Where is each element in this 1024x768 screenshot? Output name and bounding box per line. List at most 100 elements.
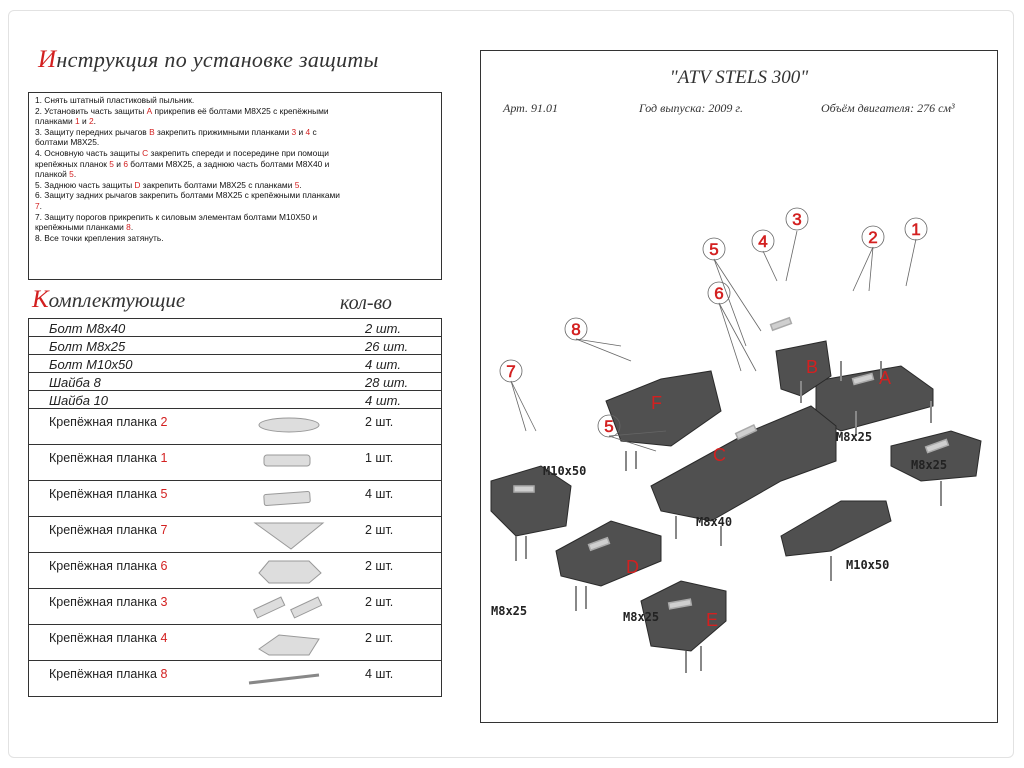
instruction-text: 3. Защиту передних рычагов	[35, 126, 150, 137]
instruction-ref: 1	[74, 116, 80, 127]
component-name: Крепёжная планка 6	[49, 559, 168, 573]
bolt-label: M10x50	[543, 464, 586, 478]
part-a-plate	[815, 365, 934, 432]
components-title: Комплектующие	[32, 286, 185, 314]
callout-number: 7	[506, 362, 515, 381]
part-letter: C	[713, 445, 726, 465]
instruction-text: крепёжными планками	[35, 222, 127, 233]
callout-number: 6	[714, 284, 723, 303]
instruction-ref: С	[142, 147, 149, 158]
instruction-text: планкой	[35, 169, 70, 180]
component-name: Крепёжная планка 1	[49, 451, 168, 465]
instruction-text: .	[299, 179, 302, 190]
plate-1-image	[263, 454, 311, 467]
plate-2-image	[258, 417, 320, 433]
callout-circle	[707, 281, 731, 305]
component-name: Болт М8х25	[49, 339, 126, 354]
callout-circle	[597, 414, 621, 438]
instruction-text: планками	[35, 116, 75, 127]
article-number: Арт. 91.01	[503, 101, 558, 115]
instruction-line: 7.	[35, 201, 435, 212]
component-name: Крепёжная планка 4	[49, 631, 168, 645]
plate-number: 4	[160, 631, 168, 645]
instruction-text: .	[39, 200, 42, 211]
component-qty: 2 шт.	[365, 415, 394, 429]
component-name: Болт М10х50	[49, 357, 133, 372]
quantity-header: кол-во	[340, 292, 392, 314]
instruction-text: 6. Защиту задних рычагов закрепить болта…	[35, 190, 340, 201]
instruction-text: прикрепив её болтами М8Х25 с крепёжными	[152, 105, 329, 116]
instruction-ref: B	[149, 126, 155, 137]
bolt-label: M8x25	[491, 604, 527, 618]
component-name: Шайба 10	[49, 393, 109, 408]
instructions-box: 1. Снять штатный пластиковый пыльник.2. …	[28, 92, 442, 280]
instruction-text: и	[113, 158, 124, 169]
instruction-text: 5. Заднюю часть защиты	[35, 179, 135, 190]
plate-4-image	[258, 634, 320, 656]
instruction-ref: D	[134, 179, 141, 190]
component-qty: 4 шт.	[365, 393, 401, 408]
diagram-title: "ATV STELS 300"	[669, 67, 809, 88]
instruction-line: 1. Снять штатный пластиковый пыльник.	[35, 95, 435, 106]
component-qty: 2 шт.	[365, 595, 394, 609]
component-row: Крепёжная планка 8 4 шт.	[29, 661, 441, 697]
instruction-text: 7. Защиту порогов прикрепить к силовым э…	[35, 211, 318, 222]
part-b-plate	[775, 340, 832, 397]
part-front-right-plate	[890, 430, 982, 482]
plate-number: 2	[160, 415, 168, 429]
instruction-text: .	[73, 169, 77, 180]
component-qty: 2 шт.	[365, 631, 394, 645]
callout-circle	[499, 359, 523, 383]
instruction-line: планкой 5.	[35, 169, 435, 180]
instruction-ref: А	[146, 105, 153, 116]
instruction-line: крепёжными планками 8.	[35, 222, 435, 233]
callout-circle	[751, 229, 775, 253]
part-d-plate	[555, 520, 662, 587]
instruction-text: .	[93, 116, 96, 127]
instruction-ref: 6	[123, 158, 128, 169]
instruction-line: 6. Защиту задних рычагов закрепить болта…	[35, 190, 435, 201]
component-name: Болт М8х40	[49, 321, 126, 336]
component-row: Крепёжная планка 1 1 шт.	[29, 445, 441, 481]
instruction-line: 7. Защиту порогов прикрепить к силовым э…	[35, 212, 435, 223]
plate-7-image	[253, 522, 325, 550]
instruction-text: и	[79, 116, 89, 127]
part-letter: D	[626, 557, 639, 577]
instruction-text: болтами М8Х25, а заднюю часть болтами М8…	[127, 158, 330, 169]
component-name: Крепёжная планка 8	[49, 667, 168, 681]
instruction-ref: 3	[291, 126, 297, 137]
instruction-ref: 8	[126, 222, 131, 233]
instruction-text: закрепить болтами М8Х25 с планками	[140, 179, 295, 190]
plate-number: 1	[160, 451, 168, 465]
bolt-label: M8x25	[911, 458, 947, 472]
instruction-ref: 5	[294, 179, 300, 190]
callout-circle	[785, 207, 809, 231]
component-row: Шайба 10 4 шт.	[29, 391, 441, 409]
instruction-ref: 4	[305, 126, 311, 137]
component-qty: 4 шт.	[365, 667, 394, 681]
instruction-text: 2. Установить часть защиты	[35, 105, 147, 116]
instruction-text: болтами М8Х25.	[35, 137, 100, 148]
callout-circle	[904, 217, 928, 241]
instruction-line: 8. Все точки крепления затянуть.	[35, 233, 435, 244]
callout-number: 1	[911, 220, 920, 239]
instruction-text: 4. Основную часть защиты	[35, 147, 143, 158]
plate-number: 8	[160, 667, 168, 681]
callout-circle	[564, 317, 588, 341]
callout-number: 4	[758, 232, 767, 251]
component-qty: 4 шт.	[365, 357, 401, 372]
instruction-line: планками 1 и 2.	[35, 116, 435, 127]
part-letter: F	[651, 393, 662, 413]
instruction-text: 1. Снять штатный пластиковый пыльник.	[35, 95, 195, 105]
callout-circle	[861, 225, 885, 249]
component-qty: 1 шт.	[365, 451, 394, 465]
plate-number: 3	[160, 595, 168, 609]
plate-number: 6	[160, 559, 168, 573]
component-name: Крепёжная планка 2	[49, 415, 168, 429]
instruction-sheet	[8, 10, 1014, 758]
